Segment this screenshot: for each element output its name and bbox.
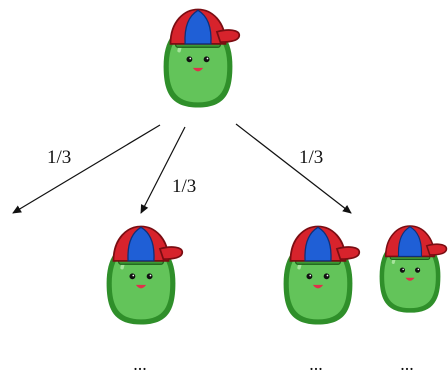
branch-arrow-left	[12, 124, 161, 214]
ellipsis-3: ...	[400, 354, 414, 374]
probability-label-middle: 1/3	[172, 176, 196, 197]
creature-child-2	[281, 224, 361, 327]
branch-arrow-middle	[140, 126, 186, 214]
branch-arrow-right	[235, 123, 352, 214]
creature-child-3	[378, 224, 448, 315]
ellipsis-2: ...	[309, 354, 323, 374]
creature-child-1	[104, 224, 184, 327]
creature-root	[161, 7, 241, 110]
probability-label-right: 1/3	[299, 147, 323, 168]
probability-label-left: 1/3	[47, 147, 71, 168]
ellipsis-1: ...	[133, 354, 147, 374]
